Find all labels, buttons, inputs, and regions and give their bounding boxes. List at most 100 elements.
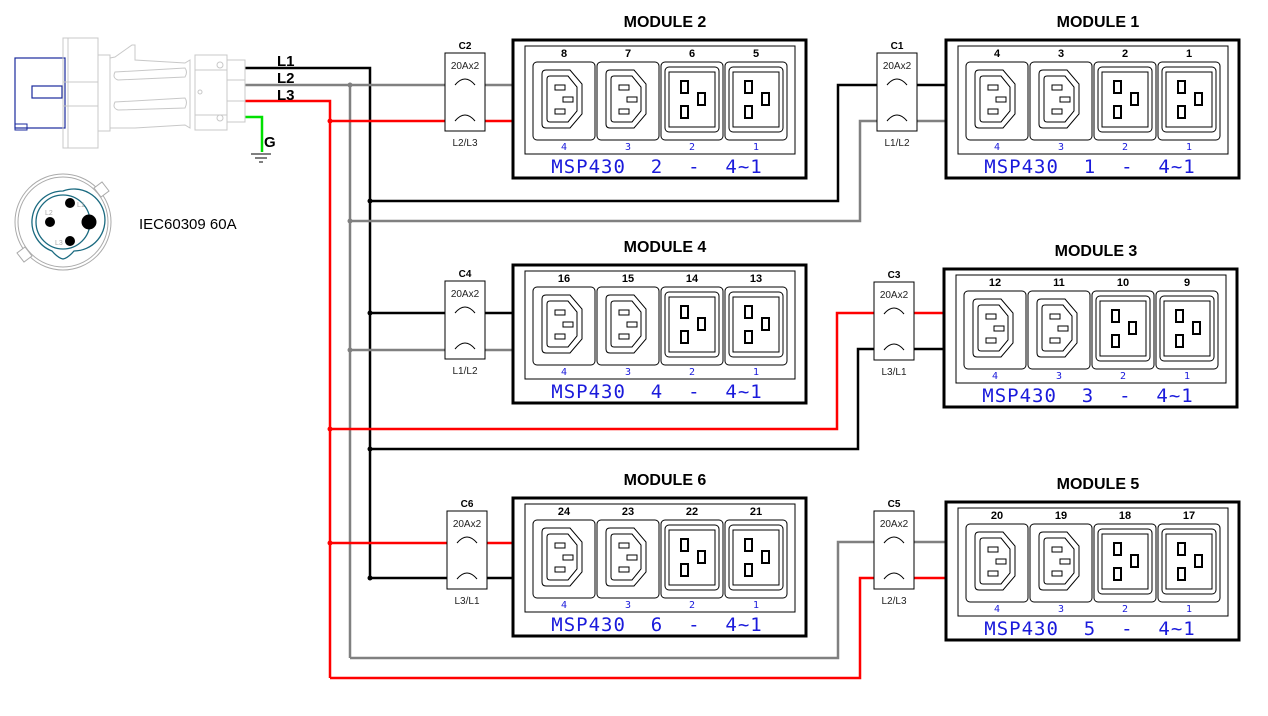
plug-type-label: IEC60309 60A xyxy=(139,216,237,233)
outlet-number: 3 xyxy=(1058,48,1064,60)
outlet-number: 22 xyxy=(686,506,698,518)
outlet-number: 14 xyxy=(686,273,699,285)
breaker-contact-icon xyxy=(454,78,476,86)
circuit-breaker: 20Ax2 xyxy=(876,52,918,132)
outlet-number: 2 xyxy=(1122,48,1128,60)
wire-l3-bus xyxy=(245,99,332,678)
wire-l2-bus xyxy=(245,83,352,658)
outlet-number: 17 xyxy=(1183,510,1195,522)
breaker-phases: L1/L2 xyxy=(884,138,909,149)
junction-dot xyxy=(347,218,353,224)
outlet-number: 18 xyxy=(1119,510,1131,522)
breaker-box xyxy=(444,280,486,360)
module-model-label: MSP430 6 - 4~1 xyxy=(551,614,762,636)
ground-symbol-icon xyxy=(251,153,271,163)
breaker-contact-icon xyxy=(883,572,905,580)
outlet-index: 1 xyxy=(1186,142,1192,153)
module-title: MODULE 3 xyxy=(1055,243,1138,260)
outlet-c19 xyxy=(724,286,788,366)
pin-label-l3: L3 xyxy=(55,240,63,247)
junction-dot xyxy=(327,426,333,432)
outlet-number: 16 xyxy=(558,273,570,285)
outlet-c13 xyxy=(965,523,1029,603)
breaker-contact-icon xyxy=(883,307,905,315)
breaker-contact-icon xyxy=(886,78,908,86)
outlet-number: 21 xyxy=(750,506,762,518)
outlet-index: 4 xyxy=(994,142,1000,153)
breaker-name: C3 xyxy=(888,270,901,281)
plug-tab xyxy=(14,123,28,131)
module-model-label: MSP430 1 - 4~1 xyxy=(984,156,1195,178)
outlet-c13 xyxy=(596,61,660,141)
outlet-number: 6 xyxy=(689,48,695,60)
outlet-index: 4 xyxy=(561,600,567,611)
outlet-index: 4 xyxy=(561,142,567,153)
outlet-index: 1 xyxy=(753,142,759,153)
breaker-box xyxy=(873,281,915,361)
breaker-rating: 20Ax2 xyxy=(883,61,912,72)
breaker-rating: 20Ax2 xyxy=(880,519,909,530)
outlet-c19 xyxy=(1157,523,1221,603)
outlet-index: 4 xyxy=(992,371,998,382)
junction-dot xyxy=(367,310,373,316)
wire-c3-l1 xyxy=(370,347,877,451)
outlet-c13 xyxy=(1027,290,1091,370)
junction-dot xyxy=(347,347,353,353)
outlet-c19 xyxy=(660,286,724,366)
breaker-rating: 20Ax2 xyxy=(880,290,909,301)
outlet-c13 xyxy=(532,519,596,599)
outlet-number: 13 xyxy=(750,273,762,285)
outlet-number: 24 xyxy=(558,506,571,518)
breaker-phases: L3/L1 xyxy=(881,367,906,378)
module-model-label: MSP430 4 - 4~1 xyxy=(551,381,762,403)
outlet-panel xyxy=(957,45,1229,155)
wire-l1-bus xyxy=(245,66,372,578)
outlet-number: 23 xyxy=(622,506,634,518)
wire-c1-l2 xyxy=(350,119,877,223)
breaker-box xyxy=(876,52,918,132)
wires xyxy=(245,66,946,680)
module-model-label: MSP430 5 - 4~1 xyxy=(984,618,1195,640)
module-title: MODULE 2 xyxy=(624,14,707,31)
junction-dot xyxy=(367,575,373,581)
junction-dot xyxy=(367,198,373,204)
outlet-number: 1 xyxy=(1186,48,1192,60)
module-title: MODULE 6 xyxy=(624,472,707,489)
outlet-number: 8 xyxy=(561,48,567,60)
breaker-contact-icon xyxy=(886,114,908,122)
outlet-c19 xyxy=(660,519,724,599)
wire-label-l2: L2 xyxy=(277,70,295,87)
outlet-c19 xyxy=(1091,290,1155,370)
outlet-c19 xyxy=(724,519,788,599)
outlet-number: 12 xyxy=(989,277,1001,289)
plug-key xyxy=(31,85,63,99)
wire-c1-l1 xyxy=(370,83,877,203)
pin-label-l1: L1 xyxy=(77,202,85,209)
outlet-c19 xyxy=(1155,290,1219,370)
breaker-rating: 20Ax2 xyxy=(451,61,480,72)
outlet-index: 3 xyxy=(1058,604,1064,615)
breaker-name: C4 xyxy=(459,269,472,280)
outlet-index: 3 xyxy=(1058,142,1064,153)
outlet-panel xyxy=(957,507,1229,617)
outlet-panel xyxy=(955,274,1227,384)
breaker-name: C2 xyxy=(459,41,472,52)
junction-dot xyxy=(327,118,333,124)
wire-c5-l3 xyxy=(330,576,877,680)
breaker-phases: L1/L2 xyxy=(452,366,477,377)
plug-cap xyxy=(14,57,66,129)
outlet-index: 1 xyxy=(753,600,759,611)
outlet-number: 7 xyxy=(625,48,631,60)
outlet-c19 xyxy=(1093,61,1157,141)
breaker-name: C1 xyxy=(891,41,904,52)
breaker-contact-icon xyxy=(883,536,905,544)
inlet-plug xyxy=(14,37,246,149)
circuit-breaker: 20Ax2 xyxy=(446,510,488,590)
outlet-c13 xyxy=(965,61,1029,141)
outlet-c19 xyxy=(1157,61,1221,141)
junction-dot xyxy=(327,540,333,546)
outlet-index: 2 xyxy=(1120,371,1126,382)
